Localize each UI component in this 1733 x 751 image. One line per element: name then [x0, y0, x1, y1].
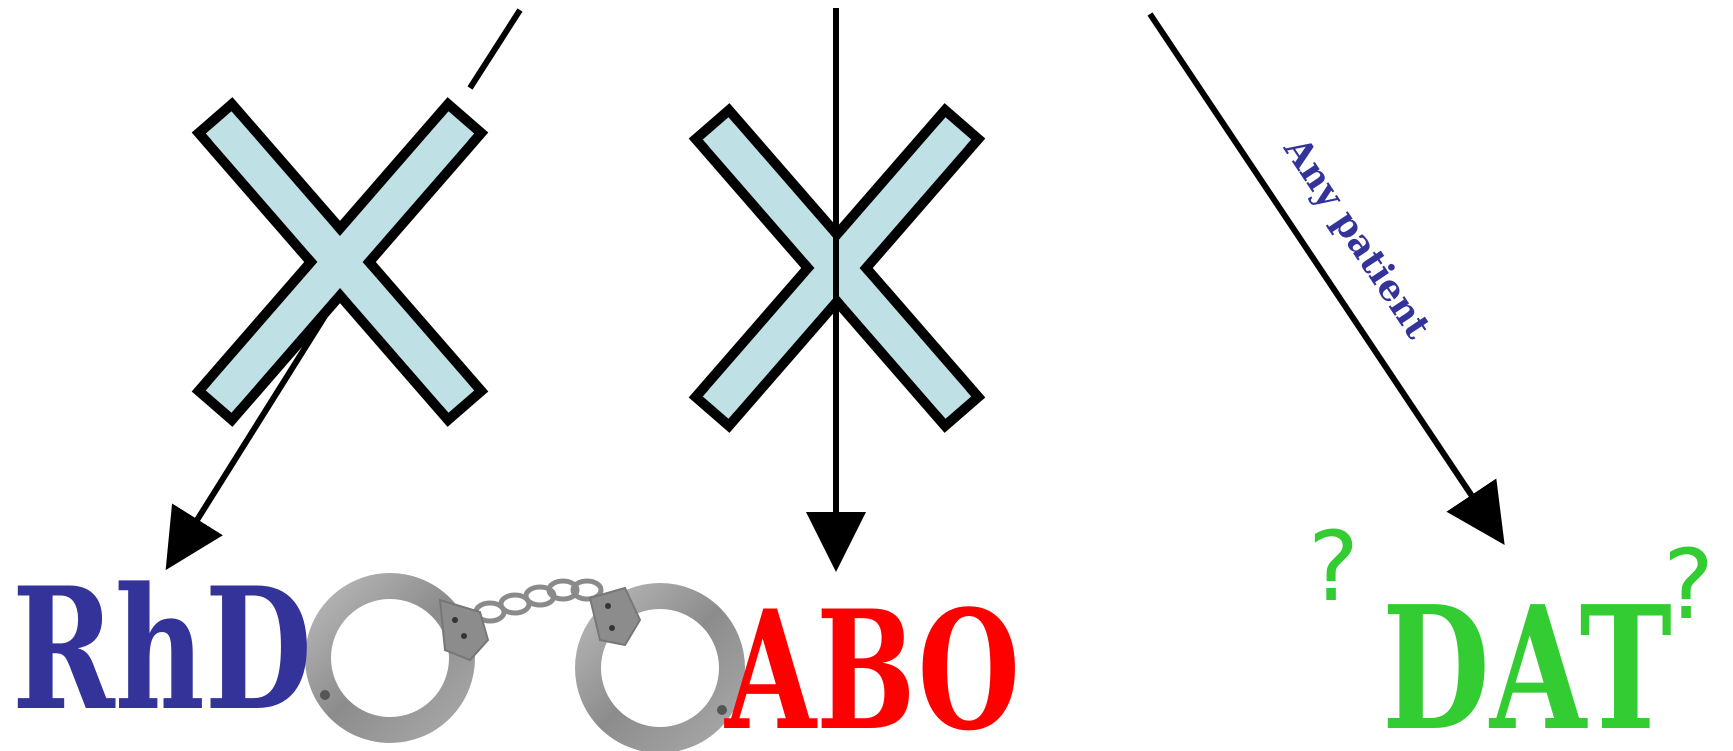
arrow-to-dat: [1150, 14, 1498, 535]
dat-label: DAT: [1382, 569, 1672, 751]
cross-icon-left: [199, 104, 482, 420]
handcuffs-icon: [318, 581, 732, 740]
question-mark-left: ?: [1308, 511, 1359, 623]
rhd-label: RhD: [12, 550, 312, 748]
abo-label: ABO: [724, 574, 1020, 751]
question-mark-right: ?: [1663, 529, 1714, 641]
